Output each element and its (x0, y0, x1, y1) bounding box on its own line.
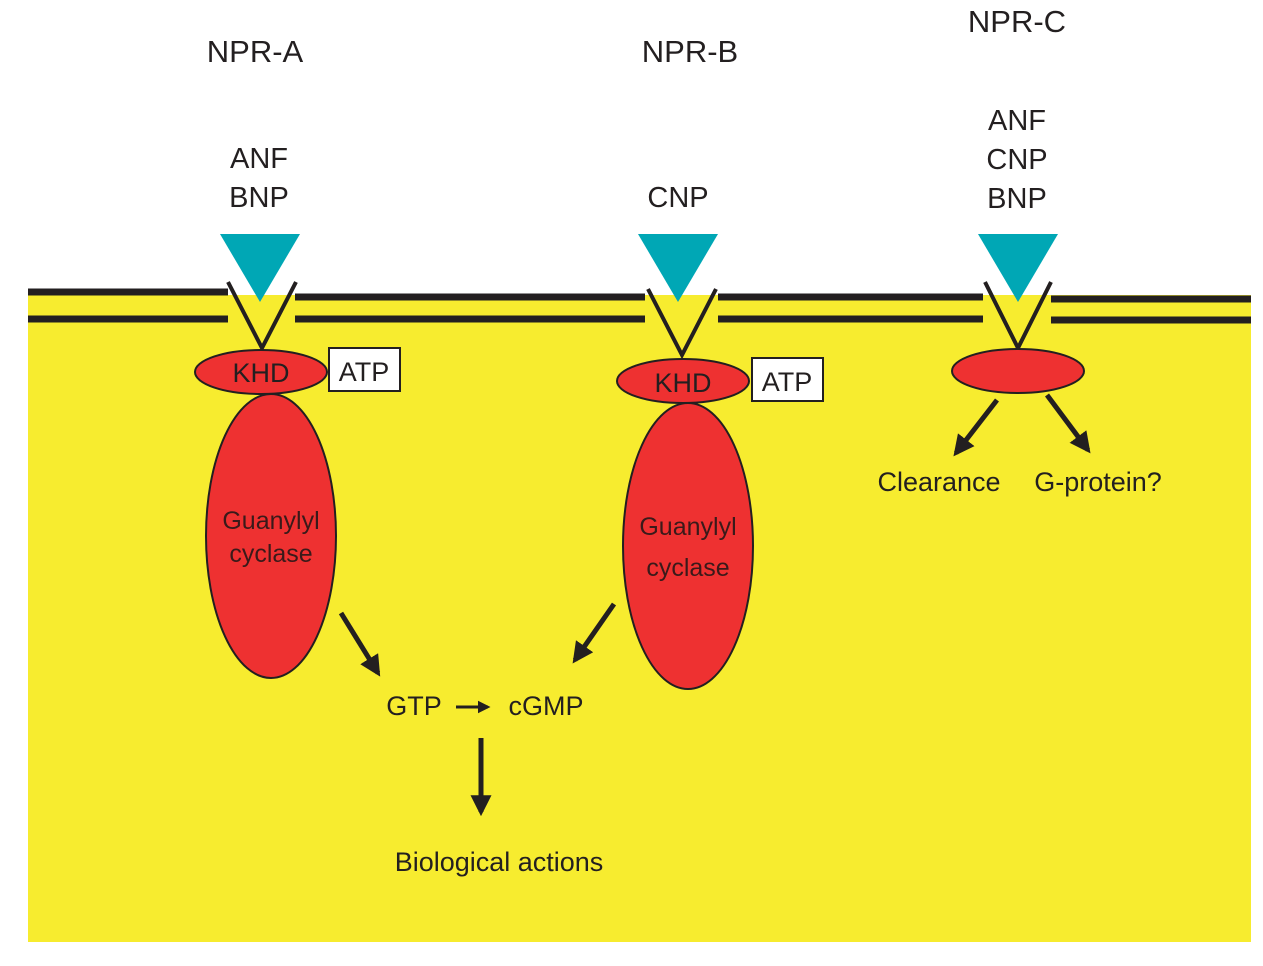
clearance-label: Clearance (877, 467, 1000, 497)
cgmp-pathway: GTP cGMP Biological actions (386, 691, 603, 877)
arrow-to-cgmp (572, 602, 617, 664)
atp-box (751, 357, 824, 402)
khd-label: KHD (232, 358, 289, 388)
arrow-to-gtp (338, 611, 381, 677)
arrow-to-g-protein (1044, 393, 1091, 454)
ligand-label: BNP (987, 183, 1047, 215)
receptor-npr-c: NPR-C ANF CNP BNP Clearance G-protein? (877, 4, 1161, 497)
receptor-title: NPR-C (968, 4, 1066, 39)
guanylyl-cyclase-domain (205, 393, 337, 679)
ligand-label: ANF (988, 105, 1046, 137)
guanylyl-cyclase-label: cyclase (229, 540, 312, 568)
ligand-label: CNP (986, 144, 1047, 176)
atp-box (328, 347, 401, 392)
arrow-to-clearance (953, 398, 999, 457)
receptor-v-linker (226, 281, 298, 353)
receptor-c-domain (951, 348, 1085, 394)
cell-membrane (28, 288, 1251, 324)
guanylyl-cyclase-label: Guanylyl (639, 513, 736, 541)
g-protein-label: G-protein? (1034, 467, 1162, 497)
ligand-triangle (638, 234, 718, 302)
receptor-title: NPR-B (642, 34, 738, 69)
atp-label: ATP (762, 367, 813, 397)
receptor-npr-b: NPR-B CNP KHD ATP Guanylyl cyclase (572, 34, 824, 690)
khd-label: KHD (654, 368, 711, 398)
ligand-triangle (220, 234, 300, 302)
ligand-triangle (978, 234, 1058, 302)
cgmp-label: cGMP (508, 691, 583, 721)
gtp-label: GTP (386, 691, 442, 721)
receptor-title: NPR-A (207, 34, 304, 69)
atp-label: ATP (339, 357, 390, 387)
guanylyl-cyclase-domain (622, 402, 754, 690)
ligand-label: ANF (230, 143, 288, 175)
guanylyl-cyclase-label: cyclase (646, 554, 729, 582)
ligand-label: BNP (229, 182, 289, 214)
biological-actions-label: Biological actions (395, 847, 604, 877)
guanylyl-cyclase-label: Guanylyl (222, 507, 319, 535)
receptor-npr-a: NPR-A ANF BNP KHD ATP Guanylyl cyclase (194, 34, 401, 679)
khd-domain (194, 349, 328, 395)
ligand-label: CNP (647, 182, 708, 214)
receptor-v-linker (646, 288, 718, 360)
